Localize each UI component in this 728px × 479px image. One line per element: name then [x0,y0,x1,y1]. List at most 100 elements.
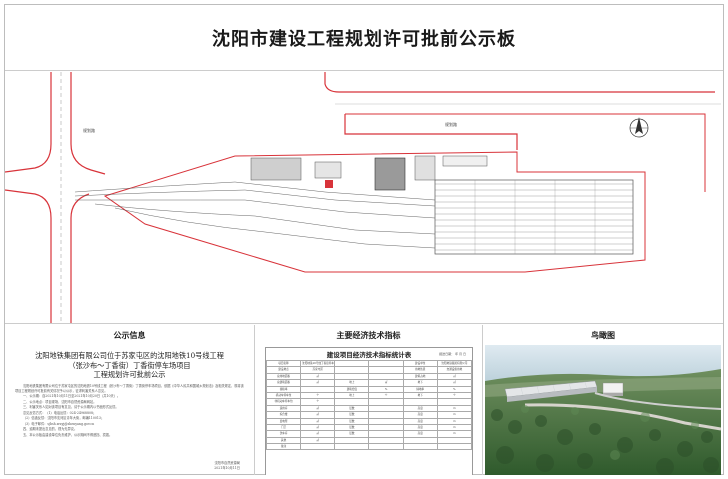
site-plan-drawing [5,72,721,323]
stats-cell [368,436,404,445]
stats-cell: 机动车停车位 [265,391,302,400]
stats-sheet-date: 报送日期： 年 月 日 [439,352,466,356]
stats-cell: 沈阳地铁集团有限公司 [436,359,473,368]
stats-cell [300,443,336,451]
stats-cell [334,366,370,374]
road-red-line [5,72,52,173]
stats-cell: 交通设施用地 [436,366,473,374]
stats-cell [300,385,336,393]
notice-title-line: 工程规划许可批前公示 [93,370,166,379]
road-label: 规划路 [445,122,457,127]
notice-title-line: （张沙布～丁香街）丁香街停车场项目 [68,360,191,370]
stats-cell: m [436,430,473,438]
stats-sheet-title: 建设项目经济技术指标统计表 [326,351,412,359]
info-panels: 公示信息 沈阳地铁集团有限公司位于苏家屯区的沈阳地铁10号线工程 （张沙布～丁香… [5,325,723,475]
stats-cell [334,359,370,368]
stats-cell [436,398,473,406]
north-arrow-icon [629,117,649,138]
road-red-line [345,113,706,192]
stats-cell [436,443,473,451]
stats-cell [368,404,404,413]
stats-cell: 总用地面积 [265,372,302,381]
stats-cell: % [368,385,404,393]
building [314,161,342,179]
stats-cell: ㎡ [436,379,473,387]
board-title: 沈阳市建设工程规划许可批前公示板 [212,28,516,50]
stats-cell: 建筑密度 [334,385,370,393]
aerial-heading: 鸟瞰图 [591,330,615,340]
notice-panel: 公示信息 沈阳地铁集团有限公司位于苏家屯区的沈阳地铁10号线工程 （张沙布～丁香… [5,325,255,475]
stats-cell: 个 [436,391,473,400]
stats-cell: 备注 [265,443,302,451]
aerial-view-image [485,345,721,475]
stats-cell: 变电所 [265,417,302,425]
stats-cell: ㎡ [436,372,473,381]
aerial-rendering [485,345,721,475]
road-red-line [5,189,52,323]
building [374,157,406,191]
stats-row: 备注 [265,443,473,451]
track-bed [594,392,721,410]
title-bar: 沈阳市建设工程规划许可批前公示板 [5,5,723,71]
stats-cell: ㎡ [300,404,336,413]
stats-cell [368,398,404,406]
stats-cell: 层数 [334,423,370,432]
stats-cell: m [436,423,473,432]
stats-cell: ㎡ [300,417,336,425]
stats-cell: 沈阳地铁10号线丁香街停车场 [300,359,336,368]
stats-cell: 建设地点 [265,366,302,374]
tree-highlights [521,405,699,460]
road-red-line [344,114,518,150]
stats-cell [368,366,404,374]
approach-tracks [74,181,436,249]
stats-cell [368,443,404,451]
stats-row: 建设地点苏家屯区用地性质交通设施用地 [265,366,473,374]
stats-row: 非机动车停车位个 [265,398,473,406]
stats-cell [402,443,438,451]
depot-roof-lines [520,381,588,396]
storage-tracks [435,183,633,251]
stats-cell [368,417,404,425]
stats-panel: 主要经济技术指标 建设项目经济技术指标统计表 报送日期： 年 月 日 项目名称沈… [255,325,483,475]
notice-paragraph: （3）电子邮件：sjbsh.zrzyj@shenyang.gov.cn [23,421,95,426]
stats-cell: m [436,411,473,419]
stats-row: 容积率建筑密度%绿地率% [265,385,473,393]
depot-shed-columns [474,180,596,254]
stats-cell: 层数 [334,417,370,425]
stats-cell: 个 [300,398,336,406]
stats-cell: m [436,404,473,413]
notice-paragraph: 一、公示期：自2021年10月11日至2021年10月20日（共10天）。 [23,394,121,398]
notice-signature-org: 沈阳市自然资源局 [214,461,241,465]
stats-cell [368,372,404,381]
building-marker [325,180,333,188]
road-red-line [70,193,90,323]
building [250,157,302,181]
stats-cell [368,411,404,419]
tree-clusters [491,409,719,475]
depot-wall [507,387,597,402]
stats-cell: 层数 [334,404,370,413]
notice-paragraph: 沈阳地铁集团有限公司位于苏家屯区的沈阳地铁10号线工程（张沙布～丁香街）丁香街停… [15,383,244,393]
notice-title: 沈阳地铁集团有限公司位于苏家屯区的沈阳地铁10号线工程 （张沙布～丁香街）丁香街… [5,351,254,380]
notice-body: 沈阳地铁集团有限公司位于苏家屯区的沈阳地铁10号线工程（张沙布～丁香街）丁香街停… [5,380,254,438]
office-building-base [603,393,623,396]
notice-paragraph: （2）信函反馈：沈阳市沈河区青年大街，邮编110013； [23,416,105,420]
notice-paragraph: 二、公示地点：项目现场、沈阳市自然资源局网站。 [23,399,97,404]
stats-cell [334,443,370,451]
stats-cell: ㎡ [300,436,336,445]
stats-cell: 总建筑面积 [265,379,302,387]
stats-cell: 门卫 [265,423,302,432]
stats-cell: 洗车库 [265,430,302,438]
stats-sheet-header: 建设项目经济技术指标统计表 报送日期： 年 月 日 [266,348,472,360]
notice-heading: 公示信息 [113,330,146,340]
stats-cell [368,423,404,432]
notice-paragraph: 意见反馈方式：（1）电话反馈：024-24968808； [23,410,97,415]
notice-signature: 沈阳市自然资源局 2021年10月11日 [214,461,240,471]
notice-paragraph: 五、本公示板由建设单位负责维护，公示期间不得遮挡、损毁。 [23,432,113,437]
notice-signature-date: 2021年10月11日 [214,466,240,470]
